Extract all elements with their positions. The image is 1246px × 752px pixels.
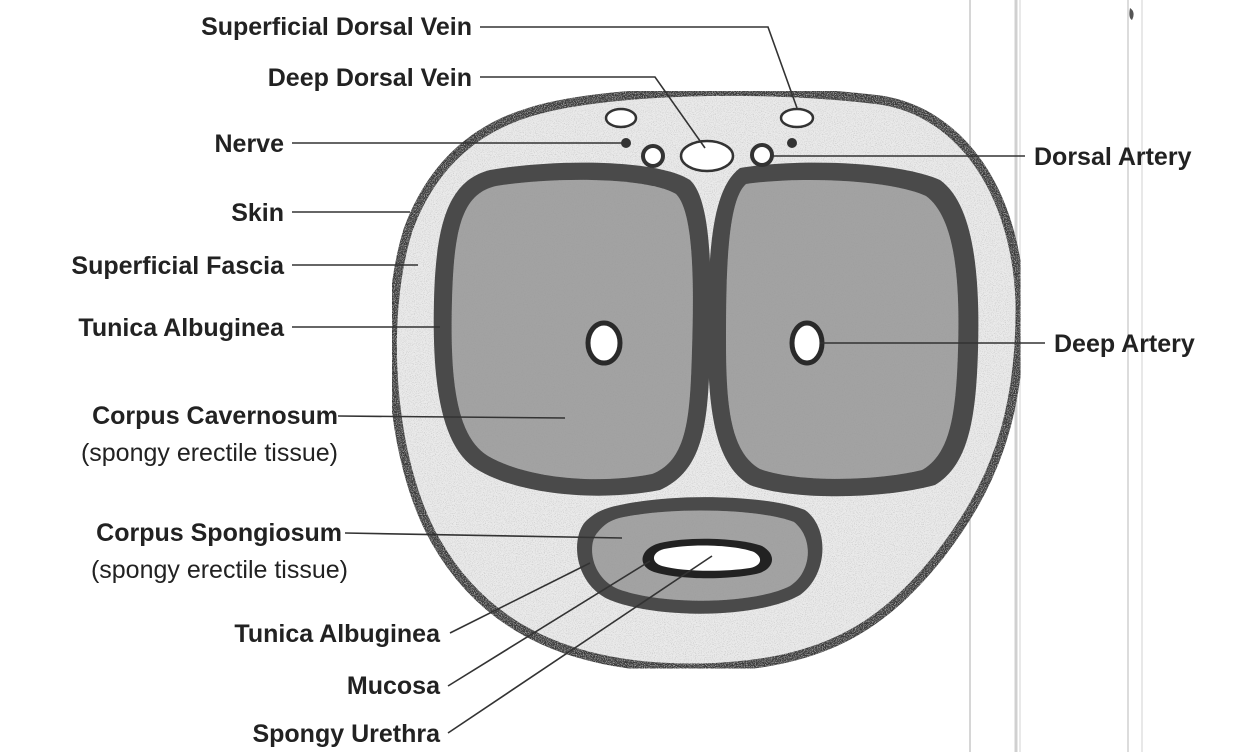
- label-tunica-albuginea-upper: Tunica Albuginea: [78, 314, 285, 342]
- right-dorsal-artery: [752, 145, 772, 165]
- left-deep-artery: [588, 323, 620, 363]
- superficial-dorsal-vein-left: [606, 109, 636, 127]
- label-spongy-urethra: Spongy Urethra: [252, 720, 441, 748]
- right-corpus-cavernosum: [726, 180, 958, 479]
- label-corpus-cavernosum: Corpus Cavernosum: [92, 402, 338, 430]
- label-skin: Skin: [231, 199, 284, 227]
- label-superficial-fascia: Superficial Fascia: [71, 252, 285, 280]
- right-deep-artery: [792, 323, 822, 363]
- label-deep-artery: Deep Artery: [1054, 330, 1195, 358]
- label-superficial-dorsal-vein: Superficial Dorsal Vein: [201, 13, 472, 41]
- label-tunica-albuginea-lower: Tunica Albuginea: [234, 620, 441, 648]
- superficial-dorsal-vein-right: [781, 109, 813, 127]
- label-corpus-spongiosum-note: (spongy erectile tissue): [91, 556, 348, 584]
- label-deep-dorsal-vein: Deep Dorsal Vein: [268, 64, 472, 92]
- left-dorsal-artery: [643, 146, 663, 166]
- left-nerve: [621, 138, 631, 148]
- left-corpus-cavernosum: [452, 180, 693, 479]
- label-mucosa: Mucosa: [347, 672, 441, 700]
- deep-dorsal-vein: [681, 141, 733, 171]
- label-nerve: Nerve: [215, 130, 285, 158]
- label-dorsal-artery: Dorsal Artery: [1034, 143, 1192, 171]
- scan-speck: [1129, 8, 1133, 20]
- right-nerve: [787, 138, 797, 148]
- label-corpus-spongiosum: Corpus Spongiosum: [96, 519, 342, 547]
- spongy-urethra: [654, 545, 760, 570]
- label-corpus-cavernosum-note: (spongy erectile tissue): [81, 439, 338, 467]
